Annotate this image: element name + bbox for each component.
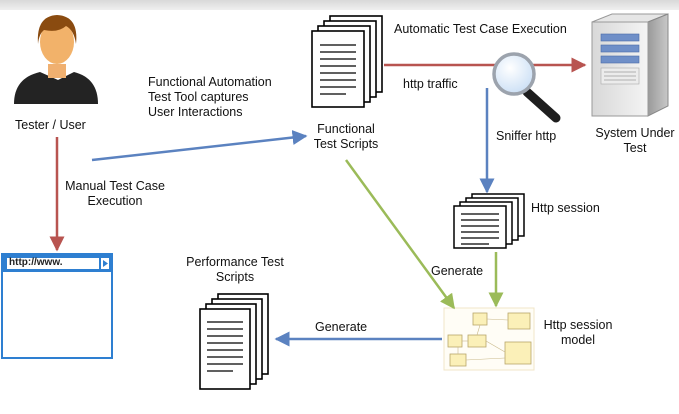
performance-scripts-line-2: Scripts — [215, 270, 255, 284]
functional-scripts-line-1: Functional — [317, 122, 375, 136]
session-model-label: Http session model — [532, 318, 624, 348]
generate-model-label: Generate — [431, 264, 484, 278]
functional-automation-label: Functional Automation Test Tool captures… — [148, 75, 272, 120]
automatic-execution-label: Automatic Test Case Execution — [394, 22, 567, 36]
tester-label: Tester / User — [15, 118, 86, 132]
automation-capture-arrow — [91, 130, 308, 162]
sut-line-2: Test — [623, 141, 647, 155]
functional-scripts-line-2: Test Scripts — [313, 137, 379, 151]
http-traffic-label: http traffic — [403, 77, 458, 91]
browser-url-text: http://www. — [9, 257, 63, 268]
http-session-label: Http session — [531, 201, 600, 215]
session-model-diagram-icon — [443, 307, 535, 371]
performance-scripts-line-1: Performance Test — [186, 255, 284, 269]
manual-execution-label: Manual Test Case Execution — [56, 179, 174, 209]
server-tower-icon — [591, 13, 669, 117]
generate-performance-label: Generate — [315, 320, 368, 334]
manual-execution-line-2: Execution — [87, 194, 143, 208]
generate-model-arrow-1 — [344, 159, 456, 310]
functional-scripts-label: Functional Test Scripts — [300, 122, 392, 152]
magnifier-icon — [492, 52, 561, 123]
performance-scripts-label: Performance Test Scripts — [180, 255, 290, 285]
browser-window-icon — [1, 253, 113, 359]
functional-automation-line-1: Functional Automation — [148, 75, 272, 89]
sut-line-1: System Under — [595, 126, 675, 140]
manual-execution-line-1: Manual Test Case — [65, 179, 165, 193]
session-model-line-1: Http session — [543, 318, 613, 332]
functional-automation-line-3: User Interactions — [148, 105, 243, 119]
sut-label: System Under Test — [591, 126, 679, 156]
user-icon — [14, 15, 98, 104]
performance-test-scripts-icon — [199, 293, 269, 390]
session-model-line-2: model — [560, 333, 596, 347]
top-bar — [0, 0, 679, 10]
functional-automation-line-2: Test Tool captures — [148, 90, 249, 104]
http-session-icon — [453, 193, 525, 249]
sniffer-label: Sniffer http — [496, 129, 557, 143]
functional-test-scripts-icon — [311, 15, 383, 108]
